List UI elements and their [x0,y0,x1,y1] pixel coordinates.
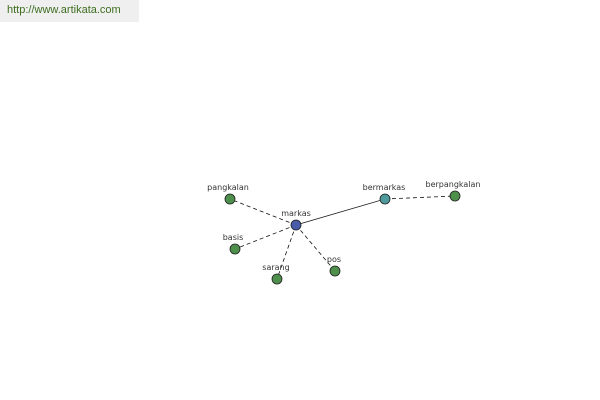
node-label-markas[interactable]: markas [281,209,311,218]
nodes-layer [224,190,461,285]
node-label-sarang[interactable]: sarang [262,263,289,272]
edge-markas-bermarkas [295,198,386,226]
node-bermarkas[interactable] [379,193,391,205]
node-label-bermarkas[interactable]: bermarkas [363,183,406,192]
node-pangkalan[interactable] [224,193,236,205]
node-sarang[interactable] [271,273,283,285]
edge-bermarkas-berpangkalan [384,195,456,200]
node-label-basis[interactable]: basis [223,233,244,242]
node-basis[interactable] [229,243,241,255]
node-berpangkalan[interactable] [449,190,461,202]
node-pos[interactable] [329,265,341,277]
node-markas[interactable] [290,219,302,231]
edge-markas-basis [234,224,297,250]
edge-markas-sarang [276,224,297,280]
node-label-pos[interactable]: pos [327,255,341,264]
edges-layer [229,195,456,280]
edge-markas-pos [295,224,336,272]
node-label-berpangkalan[interactable]: berpangkalan [425,180,480,189]
url-banner[interactable]: http://www.artikata.com [0,0,139,22]
labels-layer: markas bermarkas berpangkalan pangkalan basi… [207,180,480,272]
node-label-pangkalan[interactable]: pangkalan [207,183,249,192]
edge-markas-pangkalan [229,198,297,226]
